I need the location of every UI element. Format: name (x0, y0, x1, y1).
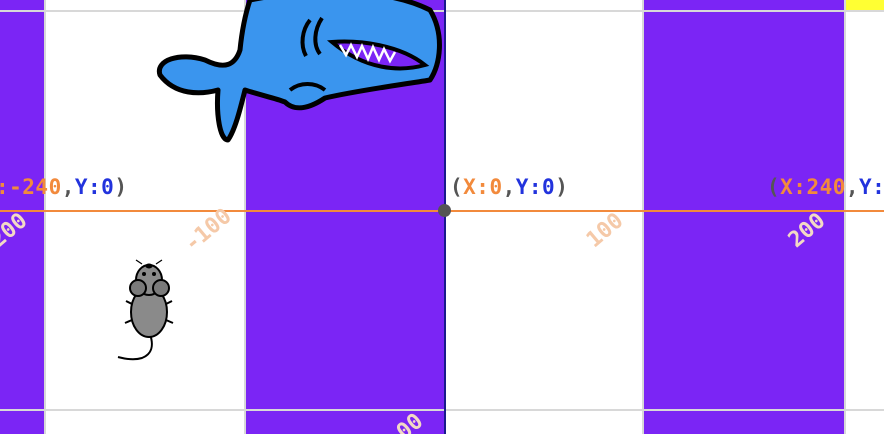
coord-x: X:240 (780, 175, 846, 199)
coord-comma: , (845, 175, 860, 199)
grid-vline (642, 0, 644, 434)
y-axis-line (444, 0, 446, 434)
origin-dot (438, 204, 451, 217)
purple-column-1 (0, 0, 44, 434)
coord-label-center: (X:0,Y:0) (450, 175, 568, 199)
coord-comma: , (502, 175, 516, 199)
coord-close: ) (555, 175, 569, 199)
coord-y: Y:0 (515, 175, 556, 199)
grid-hline-top (0, 10, 884, 12)
coord-open: ( (450, 175, 464, 199)
tick-label-pos100: 100 (581, 208, 629, 253)
purple-column-3 (644, 0, 844, 434)
shark-sprite[interactable] (150, 0, 450, 150)
coord-x: X:0 (463, 175, 503, 199)
coord-label-right: (X:240,Y: (767, 175, 884, 199)
coord-close: ) (114, 175, 128, 199)
coord-y: Y: (859, 175, 884, 199)
coord-y: Y:0 (74, 175, 115, 199)
coord-open: ( (767, 175, 781, 199)
coord-comma: , (61, 175, 75, 199)
coord-x: :-240 (0, 175, 62, 199)
mouse-sprite[interactable] (112, 258, 184, 366)
yellow-block (846, 0, 884, 10)
grid-hline-bottom (0, 409, 884, 411)
coord-label-left: :-240,Y:0) (0, 175, 127, 199)
grid-vline (44, 0, 46, 434)
grid-vline (244, 0, 246, 434)
grid-vline (844, 0, 846, 434)
